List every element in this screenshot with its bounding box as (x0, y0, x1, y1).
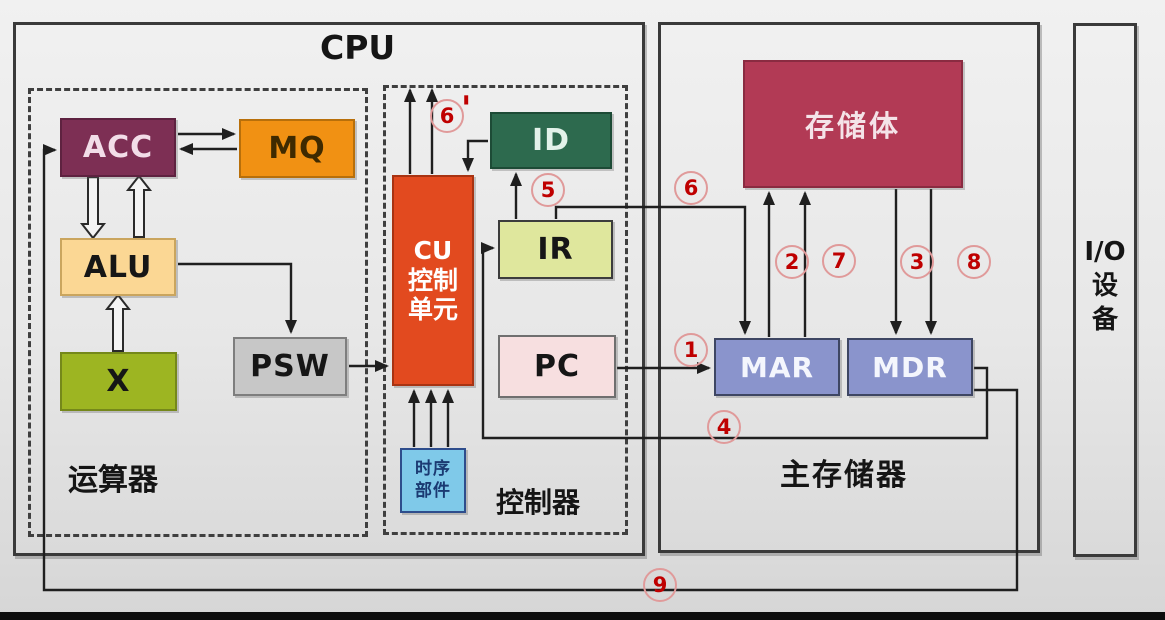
alu-block: ALU (60, 238, 176, 296)
step-badge-8: 8 (957, 245, 991, 279)
timing-unit-block: 时序 部件 (400, 448, 466, 513)
arrow-mdr-to-acc (42, 144, 1019, 592)
step-badge-3: 3 (900, 245, 934, 279)
step-badge-4: 4 (707, 410, 741, 444)
ir-register-block: IR (498, 220, 613, 279)
psw-register-block: PSW (233, 337, 347, 396)
cu-control-unit-block: CU 控制 单元 (392, 175, 474, 386)
id-decoder-block: ID (490, 112, 612, 169)
arrow-alu-to-psw (178, 262, 297, 334)
step-badge-2: 2 (775, 245, 809, 279)
step-badge-9: 9 (643, 568, 677, 602)
x-register-block: X (60, 352, 177, 411)
step-badge-6: 6 (674, 171, 708, 205)
hollow-arrow-alu-to-acc (125, 174, 153, 238)
timing-label-line1: 时序 (415, 459, 451, 480)
arrow-ir-to-mar (554, 205, 751, 335)
cu-label-line3: 单元 (407, 295, 458, 325)
arithmetic-unit-dashed-box (28, 88, 368, 537)
step-badge-1: 1 (674, 333, 708, 367)
control-unit-dashed-box (383, 85, 628, 535)
cu-label-line1: CU (413, 236, 453, 266)
arithmetic-unit-label: 运算器 (68, 463, 158, 498)
hollow-arrow-acc-to-alu (79, 176, 107, 240)
controller-label: 控制器 (496, 486, 581, 519)
mar-register-block: MAR (714, 338, 840, 396)
io-device-label: I/O 设 备 (1077, 236, 1133, 337)
bottom-edge-bar (0, 612, 1165, 620)
step-badge-6-prime-mark: ' (461, 89, 472, 129)
pc-register-block: PC (498, 335, 616, 398)
arrow-id-to-cu (462, 139, 488, 172)
io-label-line1: I/O (1084, 237, 1126, 267)
step-badge-6-prime: 6 (430, 99, 464, 133)
main-memory-label: 主存储器 (780, 458, 908, 493)
io-label-line2: 设 (1091, 270, 1118, 301)
step-badge-7: 7 (822, 244, 856, 278)
mdr-register-block: MDR (847, 338, 973, 396)
cu-label-line2: 控制 (407, 265, 458, 295)
cpu-region-label: CPU (320, 28, 396, 67)
main-memory-region-box (658, 22, 1040, 553)
cpu-region-box (13, 22, 645, 556)
memory-bank-block: 存储体 (743, 60, 963, 188)
io-label-line3: 备 (1091, 304, 1118, 335)
hollow-arrow-x-to-alu (104, 293, 132, 352)
step-badge-5: 5 (531, 173, 565, 207)
acc-register-block: ACC (60, 118, 176, 177)
io-device-box (1073, 23, 1137, 557)
mq-register-block: MQ (239, 119, 355, 178)
timing-label-line2: 部件 (415, 480, 451, 501)
